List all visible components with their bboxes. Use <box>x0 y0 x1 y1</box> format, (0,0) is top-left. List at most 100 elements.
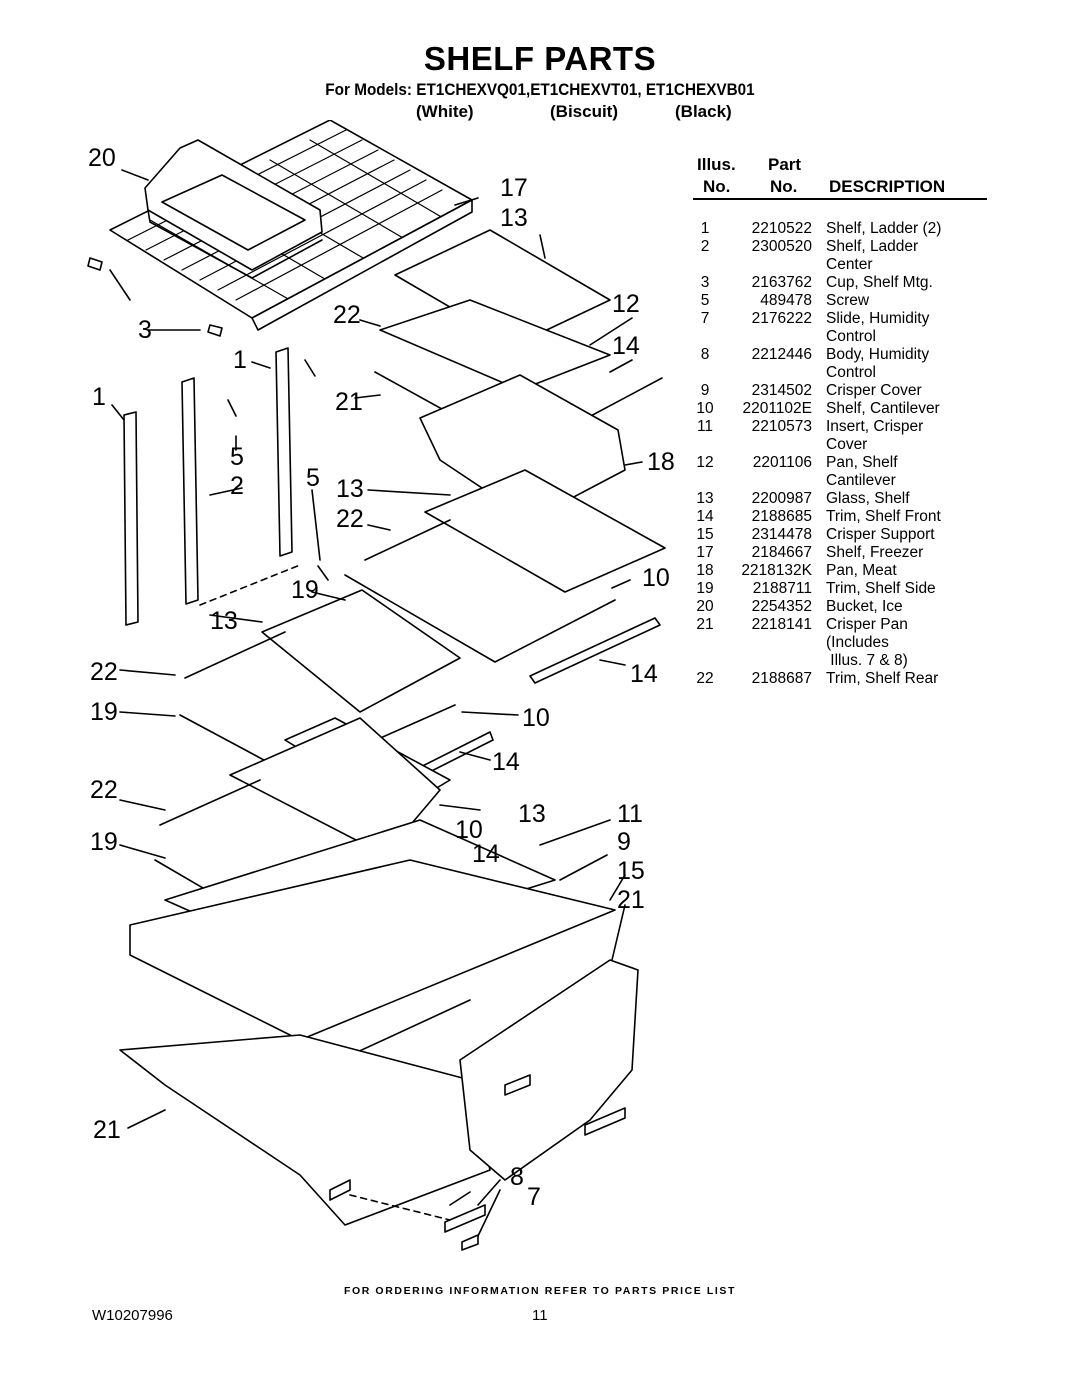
part-number: 2201106 <box>752 454 812 471</box>
part-number: 2218141 <box>751 616 812 633</box>
illus-number: 5 <box>700 292 710 309</box>
humidity-control-slide <box>461 1234 479 1251</box>
callout-label: 14 <box>472 840 500 868</box>
callout-label: 14 <box>492 748 520 776</box>
callout-label: 15 <box>617 857 645 885</box>
part-description: Shelf, Ladder Center <box>826 238 919 273</box>
callout-label: 20 <box>88 144 116 172</box>
part-number: 2184667 <box>751 544 812 561</box>
callout-label: 18 <box>647 448 675 476</box>
callout-label: 3 <box>138 316 152 344</box>
callout-label: 10 <box>455 816 483 844</box>
part-description: Cup, Shelf Mtg. <box>826 274 933 291</box>
part-number: 2300520 <box>751 238 812 255</box>
header-rule <box>693 198 987 200</box>
exploded-parts-diagram: 20 17 13 3 22 12 14 1 21 1 5 2 5 18 13 2… <box>87 120 675 1251</box>
part-description: Trim, Shelf Front <box>826 508 941 525</box>
callout-label: 21 <box>335 388 363 416</box>
header-part-1: Part <box>768 155 802 174</box>
ladder-center <box>181 377 199 605</box>
illus-number: 22 <box>696 670 714 687</box>
illus-number: 18 <box>696 562 714 579</box>
callout-label: 5 <box>306 464 320 492</box>
crisper-support <box>129 859 616 1041</box>
part-description: Insert, Crisper Cover <box>826 418 924 453</box>
illus-number: 19 <box>696 580 714 597</box>
page-number: 11 <box>532 1307 548 1324</box>
shelf-cup-right <box>207 324 223 337</box>
illus-number: 3 <box>700 274 710 291</box>
callout-label: 13 <box>500 204 528 232</box>
callout-label: 2 <box>230 472 244 500</box>
illus-number: 20 <box>696 598 714 615</box>
callout-label: 22 <box>336 505 364 533</box>
illus-number: 17 <box>696 544 714 561</box>
part-number: 2188685 <box>751 508 812 525</box>
callout-label: 1 <box>233 346 247 374</box>
callout-label: 19 <box>291 576 319 604</box>
callout-label: 5 <box>230 443 244 471</box>
illus-number: 11 <box>696 418 714 435</box>
illus-number: 2 <box>700 238 710 255</box>
color-white: (White) <box>416 102 474 121</box>
part-description: Screw <box>826 292 870 309</box>
callout-label: 19 <box>90 698 118 726</box>
part-number: 2314502 <box>751 382 812 399</box>
humidity-control-body <box>444 1204 486 1233</box>
callout-label: 8 <box>510 1163 524 1191</box>
callout-label: 10 <box>642 564 670 592</box>
illus-number: 12 <box>696 454 714 471</box>
part-description: Crisper Support <box>826 526 935 543</box>
header-illus-2: No. <box>703 177 731 196</box>
part-number: 2218132K <box>741 562 812 579</box>
part-description: Bucket, Ice <box>826 598 903 615</box>
callout-label: 7 <box>527 1183 541 1211</box>
part-number: 2212446 <box>751 346 812 363</box>
part-description: Pan, Shelf Cantilever <box>826 454 898 489</box>
crisper-pan-left <box>119 1034 491 1226</box>
callout-label: 11 <box>617 800 643 828</box>
illus-number: 14 <box>696 508 714 525</box>
header-illus-1: Illus. <box>697 155 736 174</box>
callout-label: 10 <box>522 704 550 732</box>
illus-number: 21 <box>696 616 714 633</box>
part-description: Crisper Cover <box>826 382 922 399</box>
illus-number: 15 <box>696 526 714 543</box>
part-number: 2176222 <box>751 310 812 327</box>
meat-pan <box>419 374 626 521</box>
illus-number: 13 <box>696 490 714 507</box>
shelf-cup-left <box>87 257 103 271</box>
callout-label: 13 <box>518 800 546 828</box>
crisper-pan-right <box>459 959 639 1181</box>
part-number: 2188687 <box>751 670 812 687</box>
color-black: (Black) <box>675 102 732 121</box>
header-description: DESCRIPTION <box>829 177 946 196</box>
ice-bucket <box>144 139 323 279</box>
part-description: Glass, Shelf <box>826 490 910 507</box>
color-biscuit: (Biscuit) <box>550 102 618 121</box>
header-part-2: No. <box>770 177 798 196</box>
callout-label: 13 <box>210 607 238 635</box>
page-title: SHELF PARTS <box>423 40 657 77</box>
part-description: Slide, Humidity Control <box>826 310 930 345</box>
illus-number: 1 <box>700 220 710 237</box>
callout-label: 12 <box>612 290 640 318</box>
ladder-right <box>275 347 293 557</box>
callouts: 20 17 13 3 22 12 14 1 21 1 5 2 5 18 13 2… <box>88 144 675 1211</box>
glass-shelf-3 <box>261 589 461 713</box>
callout-label: 14 <box>612 332 640 360</box>
callout-label: 14 <box>630 660 658 688</box>
part-number: 489478 <box>760 292 812 309</box>
illus-number: 9 <box>700 382 710 399</box>
part-description: Crisper Pan (Includes Illus. 7 & 8) <box>826 616 908 669</box>
document-number: W10207996 <box>92 1307 173 1324</box>
models-line: For Models: ET1CHEXVQ01,ET1CHEXVT01, ET1… <box>325 80 755 99</box>
part-number: 2200987 <box>751 490 812 507</box>
illus-number: 7 <box>700 310 710 327</box>
callout-label: 21 <box>93 1116 121 1144</box>
part-number: 2254352 <box>751 598 812 615</box>
part-description: Shelf, Freezer <box>826 544 924 561</box>
illus-number: 10 <box>696 400 714 417</box>
illus-number: 8 <box>700 346 710 363</box>
part-description: Pan, Meat <box>826 562 897 579</box>
